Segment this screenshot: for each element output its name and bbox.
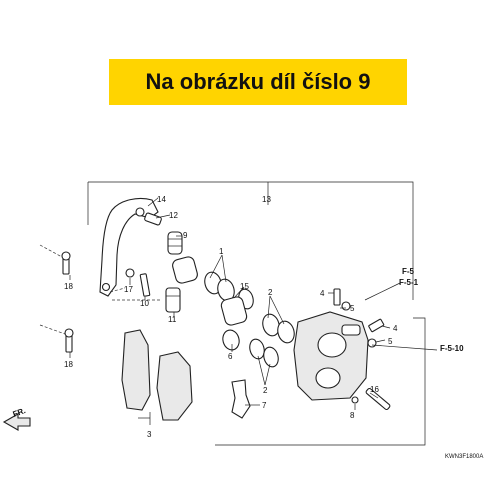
callout-18-upper: 18 [64,282,73,291]
callout-18-lower: 18 [64,360,73,369]
bleed-valve-side [367,318,385,348]
callout-9: 9 [183,231,188,240]
callout-8: 8 [350,411,355,420]
ref-f5-10: F-5-10 [440,344,464,353]
banner-text: Na obrázku díl číslo 9 [145,69,371,94]
leader-lines [69,197,438,425]
ref-f5: F-5 [402,267,415,276]
diagram-code: KWN3F1800A [445,454,483,460]
callout-10: 10 [140,299,149,308]
front-arrow [2,413,31,431]
lower-piston-set [220,296,295,368]
bracket-sleeve [165,287,181,313]
callout-14: 14 [157,195,166,204]
section-references: F-5 F-5-1 F-5-10 [399,267,464,353]
caliper-bracket [99,197,159,297]
pad-spring [231,379,251,419]
callout-2-lower: 2 [263,386,268,395]
callout-1: 1 [219,247,224,256]
caliper-pin [351,387,391,411]
washer-17 [125,268,135,278]
callout-4-top: 4 [320,289,325,298]
ref-f5-1: F-5-1 [399,278,419,287]
front-label: FR. [12,406,27,419]
callout-5-top: 5 [350,304,355,313]
bolt-10 [139,273,151,297]
callout-13: 13 [262,195,271,204]
callout-5-side: 5 [388,337,393,346]
mount-bolt-upper [61,251,71,275]
callout-4-side: 4 [393,324,398,333]
bracket-pin [144,212,162,226]
callout-6: 6 [228,352,233,361]
alignment-lines [39,244,160,335]
callout-labels: 14 13 12 9 1 15 2 6 2 7 3 11 10 17 18 18… [64,195,398,439]
brake-pads [121,329,193,421]
bleed-valve-top [333,288,351,311]
part-number-banner: Na obrázku díl číslo 9 [109,59,407,105]
upper-piston-set [172,256,254,310]
callout-17: 17 [124,285,133,294]
mount-bolt-lower [64,328,74,353]
callout-11: 11 [168,315,177,324]
assembly-outline [87,181,426,446]
callout-12: 12 [169,211,178,220]
caliper-body [293,311,369,401]
callout-15: 15 [240,282,249,291]
pin-boot [167,231,183,255]
callout-2-upper: 2 [268,288,273,297]
callout-3: 3 [147,430,152,439]
callout-16: 16 [370,385,379,394]
callout-7: 7 [262,401,267,410]
